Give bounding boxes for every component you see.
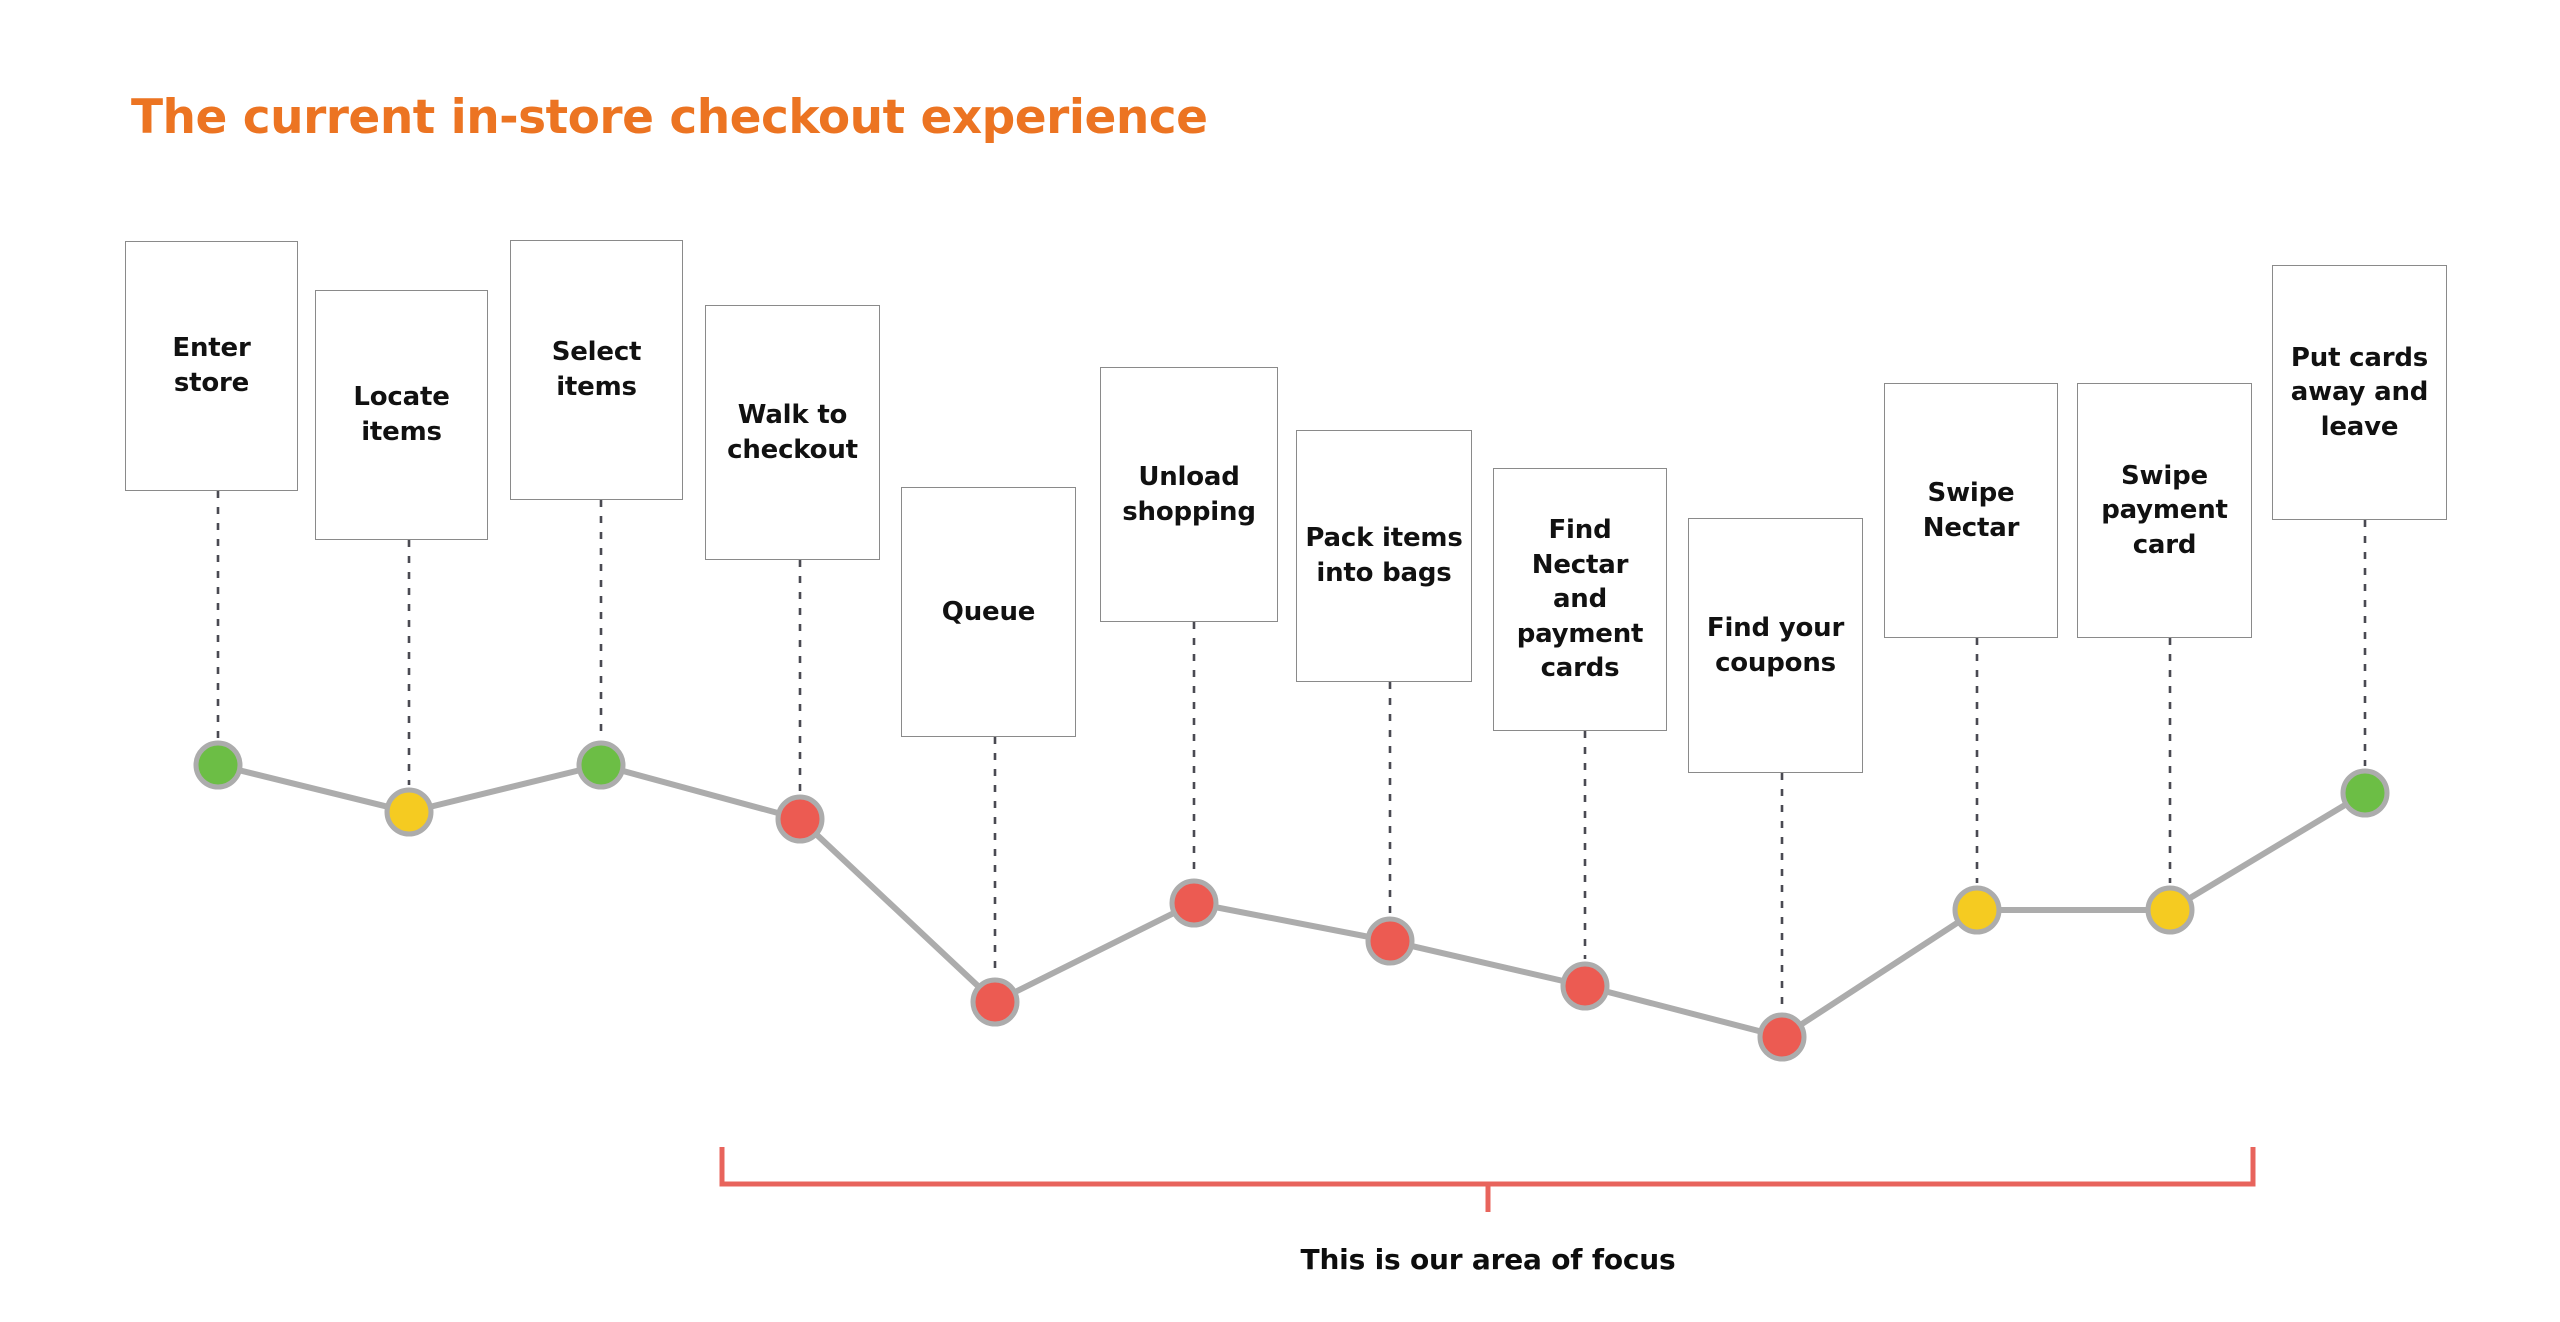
- sentiment-trend-line: [215, 762, 2368, 1040]
- sentiment-dot-neutral[interactable]: [1952, 885, 2002, 935]
- sentiment-dot-negative[interactable]: [1757, 1012, 1807, 1062]
- step-card[interactable]: Swipe Nectar: [1884, 383, 2058, 638]
- focus-area-caption-label: This is our area of focus: [1300, 1243, 1676, 1276]
- step-card[interactable]: Pack items into bags: [1296, 430, 1472, 682]
- sentiment-dot-positive[interactable]: [576, 740, 626, 790]
- step-card-label: Swipe payment card: [2101, 460, 2228, 560]
- step-card-label: Select items: [551, 337, 642, 402]
- step-card-label: Find Nectar and payment cards: [1516, 515, 1644, 684]
- focus-area-caption: This is our area of focus: [0, 1243, 2560, 1276]
- sentiment-dot-neutral[interactable]: [384, 787, 434, 837]
- sentiment-dot-negative[interactable]: [775, 794, 825, 844]
- focus-bracket-path: [719, 1147, 2256, 1187]
- step-card-label: Enter store: [172, 333, 251, 398]
- sentiment-dot-positive[interactable]: [2340, 768, 2390, 818]
- step-card-label: Queue: [941, 596, 1036, 627]
- step-card[interactable]: Queue: [901, 487, 1076, 737]
- page-title: The current in-store checkout experience: [131, 90, 1208, 145]
- step-card[interactable]: Put cards away and leave: [2272, 265, 2447, 520]
- step-card-label: Walk to checkout: [727, 399, 858, 465]
- step-card[interactable]: Unload shopping: [1100, 367, 1278, 622]
- step-card[interactable]: Walk to checkout: [705, 305, 880, 560]
- step-card-label: Locate items: [353, 382, 450, 447]
- step-card-label: Put cards away and leave: [2290, 342, 2429, 442]
- sentiment-dot-negative[interactable]: [1365, 916, 1415, 966]
- step-card-label: Unload shopping: [1122, 461, 1256, 527]
- step-card[interactable]: Select items: [510, 240, 683, 500]
- sentiment-dot-negative[interactable]: [1560, 961, 1610, 1011]
- sentiment-dot-group: [193, 740, 2390, 1062]
- sentiment-line-group: [215, 762, 2368, 1040]
- sentiment-dot-positive[interactable]: [193, 740, 243, 790]
- step-card[interactable]: Locate items: [315, 290, 488, 540]
- step-card[interactable]: Find Nectar and payment cards: [1493, 468, 1667, 731]
- step-card[interactable]: Find your coupons: [1688, 518, 1863, 773]
- step-card-label: Pack items into bags: [1305, 523, 1463, 588]
- step-card[interactable]: Swipe payment card: [2077, 383, 2252, 638]
- step-card-label: Swipe Nectar: [1922, 477, 2020, 543]
- focus-bracket-group: [719, 1147, 2256, 1212]
- step-card[interactable]: Enter store: [125, 241, 298, 491]
- step-card-label: Find your coupons: [1706, 612, 1845, 678]
- sentiment-dot-negative[interactable]: [1169, 878, 1219, 928]
- sentiment-dot-negative[interactable]: [970, 977, 1020, 1027]
- sentiment-dot-neutral[interactable]: [2145, 885, 2195, 935]
